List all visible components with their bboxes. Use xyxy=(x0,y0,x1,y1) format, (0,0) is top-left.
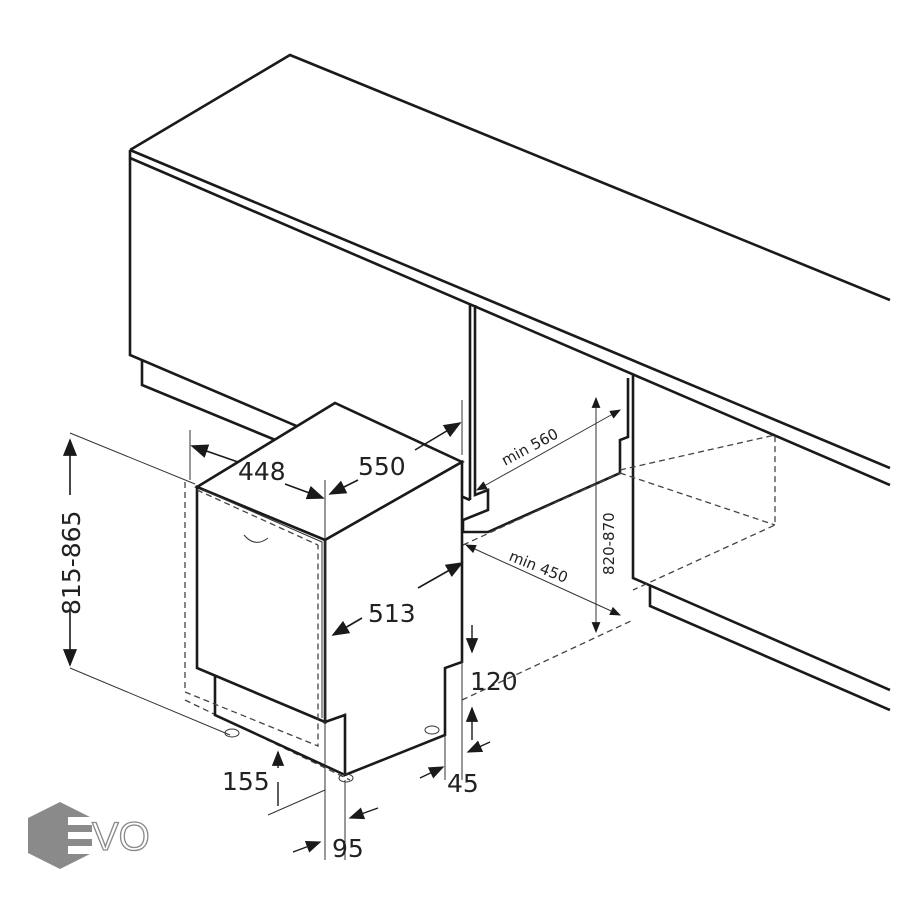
dim-plinth-height: 120 xyxy=(470,667,518,696)
right-cabinet-side xyxy=(461,305,630,534)
dim-depth-door: 513 xyxy=(368,599,416,628)
dim-niche-depth: min 560 xyxy=(498,425,561,470)
dim-niche-width: min 450 xyxy=(507,547,571,587)
dim-width: 448 xyxy=(238,457,286,486)
evo-logo: VO xyxy=(28,802,150,869)
dim-depth: 550 xyxy=(358,452,406,481)
foot xyxy=(424,725,440,735)
dim-door-bottom: 155 xyxy=(222,767,270,796)
dimension-lines xyxy=(62,396,622,860)
foot xyxy=(338,773,354,783)
logo-text: VO xyxy=(92,815,150,859)
door-handle xyxy=(243,534,269,543)
dim-foot-offset: 95 xyxy=(332,834,364,863)
dim-height-range: 815-865 xyxy=(57,511,86,615)
right-cabinet xyxy=(631,375,891,712)
dim-niche-height: 820-870 xyxy=(600,512,618,575)
dishwasher xyxy=(184,401,465,783)
dim-plinth-setback: 45 xyxy=(447,769,479,798)
foot xyxy=(224,728,240,738)
countertop xyxy=(128,53,891,487)
